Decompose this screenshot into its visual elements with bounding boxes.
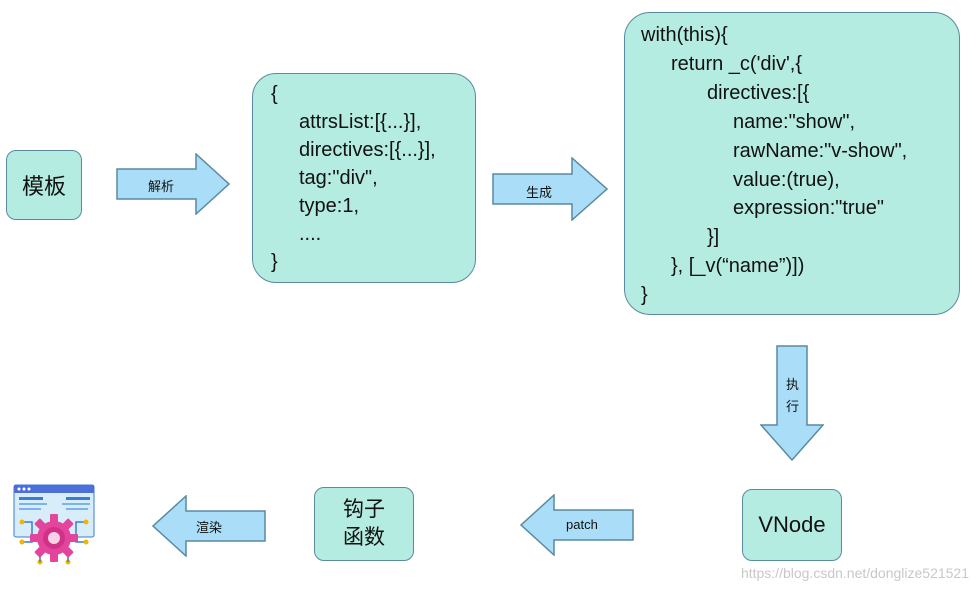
code-line: return _c('div',{ [671,53,803,75]
code-line: expression:"true" [733,197,884,219]
ast-line: attrsList:[{...}], [299,111,422,133]
code-line: with(this){ [641,24,728,46]
render-code-node: with(this){ return _c('div',{ directives… [624,12,960,315]
patch-label: patch [566,517,598,532]
hook-label-1: 钩子 [343,498,385,521]
code-line: directives:[{ [707,82,810,104]
render-label: 渲染 [196,520,223,535]
vnode-node: VNode [742,489,842,561]
template-label: 模板 [21,174,66,199]
execute-label-2: 行 [786,399,800,414]
hook-label-2: 函数 [343,526,385,549]
patch-arrow [520,494,634,556]
vnode-label: VNode [758,512,826,537]
code-line: value:(true), [733,169,840,191]
generate-label: 生成 [526,185,553,200]
code-line: }] [707,226,720,248]
ast-line: tag:"div", [299,167,378,189]
code-line: } [641,284,648,306]
web-settings-gear-icon [10,484,98,571]
ast-line: } [271,251,278,273]
template-node: 模板 [6,150,82,220]
ast-line: .... [299,223,322,245]
ast-line: type:1, [299,195,360,217]
code-line: }, [_v(“name”)]) [671,255,805,277]
parse-label: 解析 [148,179,175,194]
parse-arrow [116,153,230,215]
execute-arrow [760,345,824,461]
generate-arrow [492,157,608,221]
execute-label-1: 执 [786,377,800,392]
watermark-text: https://blog.csdn.net/donglize521521 [740,565,969,581]
ast-line: { [271,83,278,105]
hook-function-node: 钩子 函数 [314,487,414,561]
code-line: name:"show", [733,111,856,133]
ast-line: directives:[{...}], [299,139,436,161]
ast-node: { attrsList:[{...}], directives:[{...}],… [252,73,476,283]
render-arrow [152,495,266,557]
code-line: rawName:"v-show", [733,140,908,162]
